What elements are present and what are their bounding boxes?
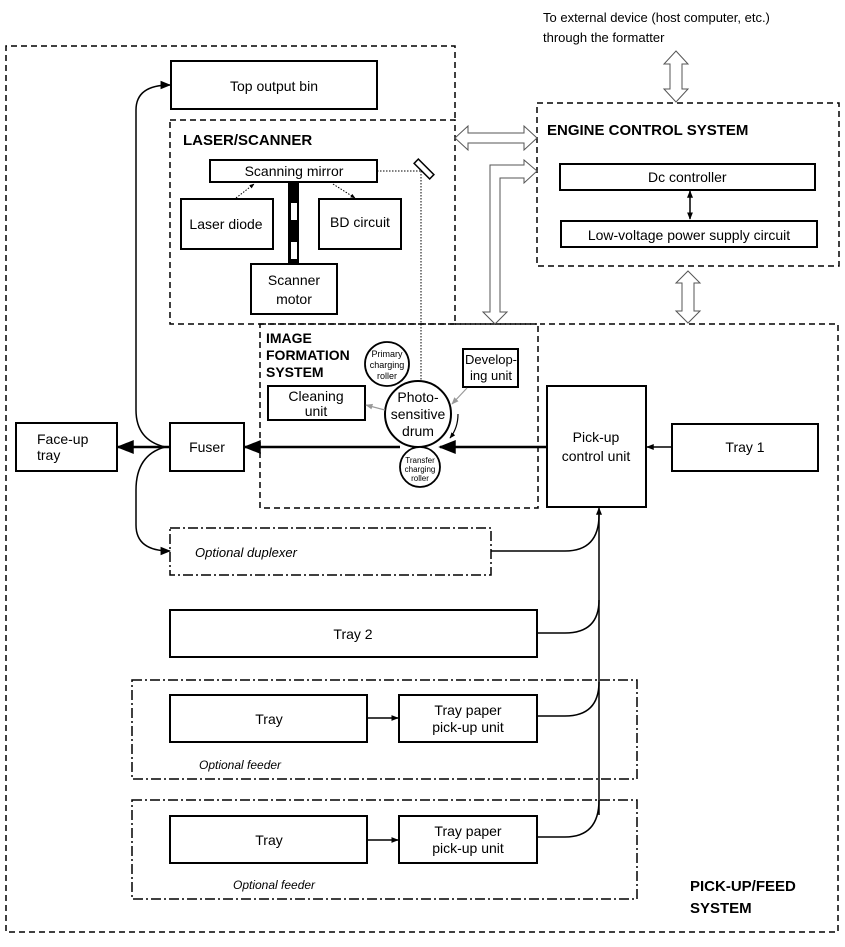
scanner-motor-label-2: motor: [276, 291, 312, 307]
tray1-box: [671, 423, 819, 472]
upper-system-frame: [5, 45, 839, 933]
optional-feeder-1-frame: [131, 679, 638, 780]
fold-mirror-icon: [413, 158, 435, 180]
face-up-tray-label-1: Face-up: [37, 431, 89, 447]
bd-circuit-label: BD circuit: [330, 214, 390, 230]
developing-to-drum-arrow: [451, 387, 468, 405]
transfer-roller-label-2: charging: [405, 465, 436, 474]
cleaning-unit-label-2: unit: [305, 403, 328, 419]
engine-control-frame: [536, 102, 840, 267]
bd-circuit-box: [318, 198, 402, 250]
paper-path-fuser-to-top-bin: [135, 80, 172, 448]
engine-control-title: ENGINE CONTROL SYSTEM: [547, 122, 748, 139]
pickup-system-title-1: PICK-UP/FEED: [690, 878, 796, 895]
lv-power-supply-box: [560, 220, 818, 248]
feeder-1-pickup-label-2: pick-up unit: [432, 719, 504, 735]
feeder-2-pickup-label-2: pick-up unit: [432, 840, 504, 856]
laser-diode-label: Laser diode: [189, 216, 262, 232]
developing-unit-box: [462, 348, 519, 388]
pickup-control-label-2: control unit: [562, 448, 631, 464]
external-bidirectional-arrow: [662, 50, 690, 103]
feeder-2-to-feed-path: [537, 799, 600, 838]
developing-unit-label-2: ing unit: [470, 368, 512, 383]
laser-scanner-title: LASER/SCANNER: [183, 132, 312, 149]
scanner-motor-box: [250, 263, 338, 315]
feeder-2-label: Optional feeder: [233, 878, 316, 892]
optional-feeder-2-frame: [131, 799, 638, 900]
drum-label-2: sensitive: [391, 406, 446, 422]
drum-rotation-arrow: [449, 413, 459, 439]
face-up-tray-box: [15, 422, 118, 472]
primary-roller-label-3: roller: [377, 371, 397, 381]
pickup-control-unit-box: [546, 385, 647, 508]
primary-charging-roller: [364, 341, 410, 387]
top-output-bin-box: [170, 60, 378, 110]
drum-label-1: Photo-: [397, 389, 439, 405]
face-up-tray-label-2: tray: [37, 447, 60, 463]
feeder-1-label: Optional feeder: [199, 758, 282, 772]
tray2-label: Tray 2: [333, 626, 372, 642]
image-formation-frame: [259, 323, 539, 509]
paper-path-fuser-to-duplexer: [135, 446, 172, 556]
transfer-roller-label-3: roller: [411, 474, 429, 483]
tray1-label: Tray 1: [725, 439, 764, 455]
laser-beam-arrow-to-mirror: [235, 183, 255, 199]
laser-diode-box: [180, 198, 274, 250]
scanner-motor-label-1: Scanner: [268, 272, 320, 288]
engine-pickup-bidirectional-arrow: [674, 270, 702, 324]
dc-controller-label: Dc controller: [648, 169, 727, 185]
developing-unit-label-1: Develop-: [465, 352, 517, 367]
pickup-system-title-2: SYSTEM: [690, 900, 752, 917]
pickup-control-label-1: Pick-up: [573, 429, 620, 445]
primary-roller-label-2: charging: [370, 360, 405, 370]
cleaning-unit-label-1: Cleaning: [288, 388, 343, 404]
image-formation-title-3: SYSTEM: [266, 364, 324, 380]
external-device-text-1: To external device (host computer, etc.): [543, 10, 770, 25]
feeder-1-pickup-box: [398, 694, 538, 743]
primary-roller-label-1: Primary: [372, 349, 403, 359]
image-formation-title-1: IMAGE: [266, 330, 312, 346]
scanner-motor-shaft: [288, 182, 299, 264]
feeder-1-tray-label: Tray: [255, 711, 282, 727]
cleaning-unit-box: [267, 385, 366, 421]
tray2-box: [169, 609, 538, 658]
optional-duplexer-label: Optional duplexer: [195, 545, 298, 560]
duplexer-to-feed-path: [491, 514, 600, 552]
feeder-1-pickup-label-1: Tray paper: [434, 702, 502, 718]
drum-to-cleaning-arrow: [365, 403, 386, 411]
engine-to-image-formation-arrow: [481, 158, 538, 325]
feeder-1-tray-box: [169, 694, 368, 743]
feeder-2-tray-label: Tray: [255, 832, 282, 848]
feeder-1-to-feed-path: [537, 681, 600, 717]
feeder-2-pickup-label-1: Tray paper: [434, 823, 502, 839]
feeder-2-pickup-box: [398, 815, 538, 864]
laser-engine-bidirectional-arrow: [454, 124, 538, 152]
external-device-text-2: through the formatter: [543, 30, 665, 45]
fuser-label: Fuser: [189, 439, 225, 455]
tray2-to-feed-path: [537, 599, 600, 634]
laser-beam-arrow-to-bd: [332, 183, 356, 199]
dc-controller-box: [559, 163, 816, 191]
drum-label-3: drum: [402, 423, 434, 439]
transfer-roller-label-1: Transfer: [405, 456, 435, 465]
top-output-bin-label: Top output bin: [230, 78, 318, 94]
image-formation-title-2: FORMATION: [266, 347, 350, 363]
lv-power-supply-label: Low-voltage power supply circuit: [588, 227, 790, 243]
fuser-box: [169, 422, 245, 472]
transfer-charging-roller: [399, 446, 441, 488]
scanning-mirror-label: Scanning mirror: [245, 163, 344, 179]
